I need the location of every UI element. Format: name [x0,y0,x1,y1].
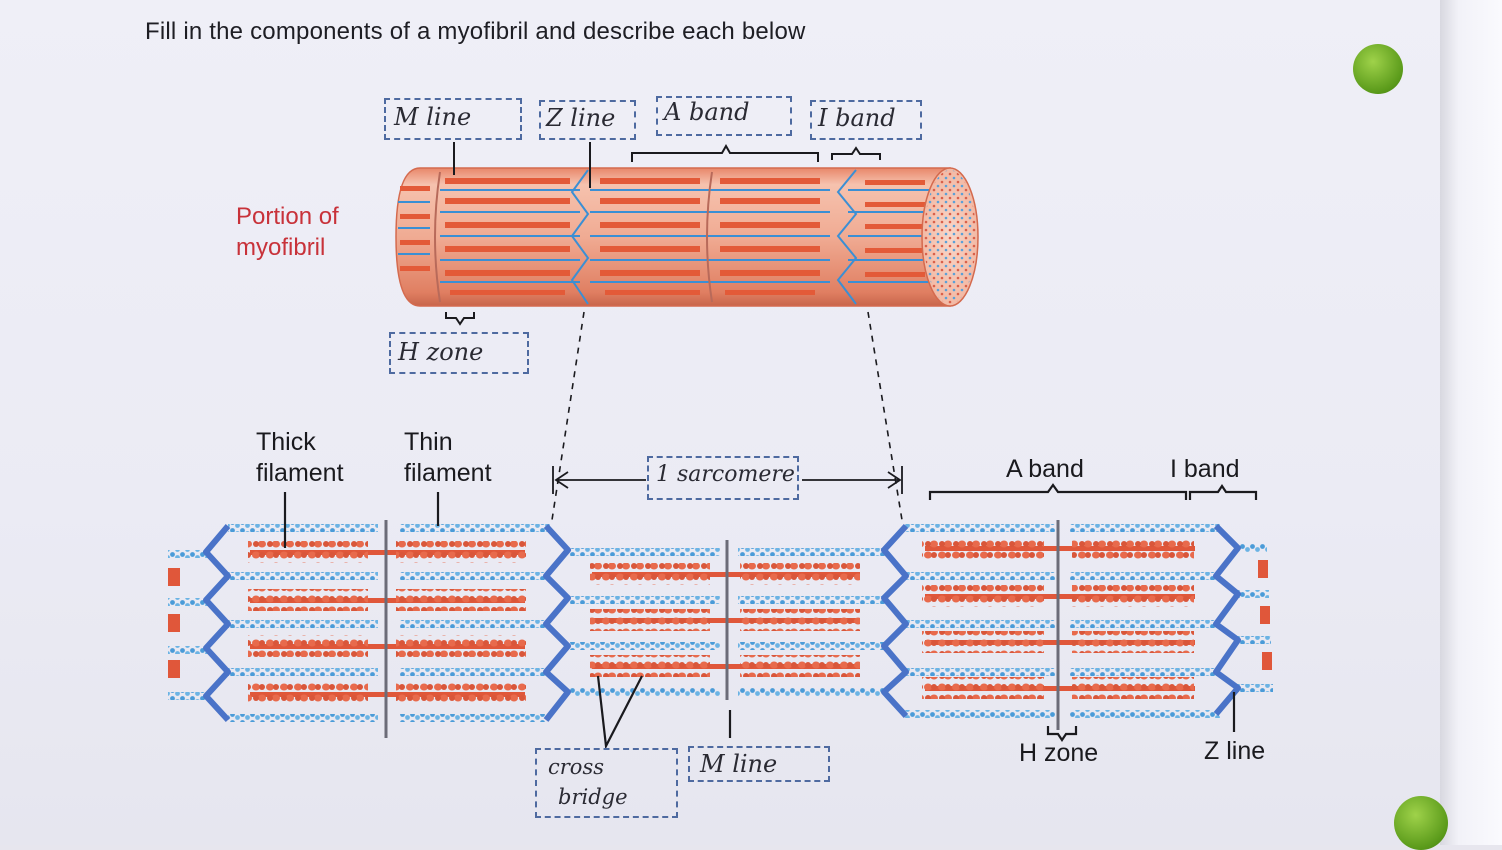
adjacent-page-edge [1440,0,1502,845]
top-thick-filaments [400,178,925,295]
i-band-label: I band [1170,455,1240,483]
bottom-thin-filaments [168,524,1273,722]
answer-cross-bridge: cross bridge [548,755,628,809]
thick-filament-label: Thick filament [256,428,344,487]
thin-filament-label: Thin filament [404,428,492,487]
h-zone-label: H zone [1019,739,1099,767]
answer-z-line: Z line [546,104,616,132]
sarcomere-arrow [552,466,903,494]
worksheet-page [0,0,1440,845]
answer-box-a-band[interactable] [656,96,792,136]
green-dot-sticker [1353,44,1403,94]
bottom-z-discs [203,523,1241,723]
sarcomere-detail [168,520,1273,738]
answer-m-line: M line [394,103,472,131]
top-leader-lines [445,142,881,326]
portion-of-myofibril-label: Portion of myofibril [236,203,339,261]
a-band-label: A band [1006,455,1084,483]
answer-box-bottom-m-line[interactable] [688,746,830,782]
myofibril-cylinder [395,167,979,307]
answer-bottom-m-line: M line [700,750,778,778]
worksheet-title: Fill in the components of a myofibril an… [145,18,806,45]
green-dot-sticker-bottom [1394,796,1448,850]
answer-i-band: I band [818,104,896,132]
answer-box-i-band[interactable] [810,100,922,140]
bottom-leader-lines [283,483,1258,750]
top-thin-filaments [398,169,930,305]
answer-box-z-line[interactable] [539,100,636,140]
bottom-m-lines [384,520,1060,738]
top-m-lines [434,171,713,303]
answer-a-band: A band [664,98,750,126]
answer-h-zone: H zone [398,338,484,366]
answer-box-m-line[interactable] [384,98,522,140]
answer-box-sarcomere[interactable] [647,456,799,500]
answer-box-h-zone[interactable] [389,332,529,374]
answer-box-cross-bridge[interactable] [535,748,678,818]
answer-sarcomere: 1 sarcomere [656,462,795,487]
z-line-label: Z line [1204,737,1266,765]
